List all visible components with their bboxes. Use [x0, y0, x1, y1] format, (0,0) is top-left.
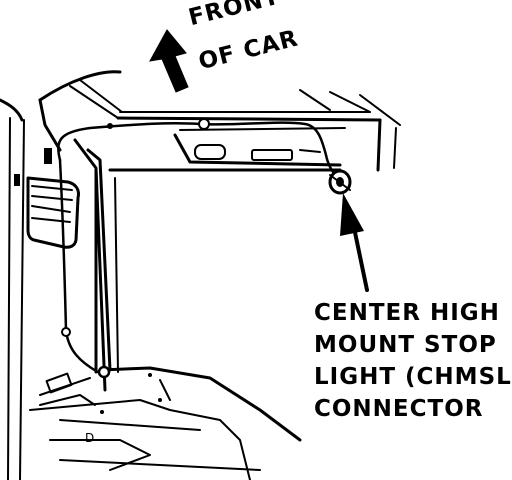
chmsl-connector-callout: CENTER HIGH MOUNT STOP LIGHT (CHMSL) CON… [314, 297, 512, 425]
chmsl-connector [328, 169, 352, 195]
quarter-window [26, 148, 80, 249]
callout-arrow [340, 193, 369, 292]
roof-rail [38, 70, 401, 172]
inner-trim [94, 168, 342, 374]
floor-marker-letter: D [85, 431, 95, 445]
wire-harness [57, 118, 340, 374]
callout-line-2: MOUNT STOP [314, 332, 497, 358]
front-direction-arrow [149, 29, 189, 93]
rear-pillar [0, 98, 112, 480]
callout-line-4: CONNECTOR [314, 396, 484, 422]
floor-deck [29, 365, 302, 480]
callout-line-1: CENTER HIGH [314, 300, 500, 326]
roof-inner-panel [173, 127, 346, 167]
callout-line-3: LIGHT (CHMSL) [314, 364, 512, 390]
